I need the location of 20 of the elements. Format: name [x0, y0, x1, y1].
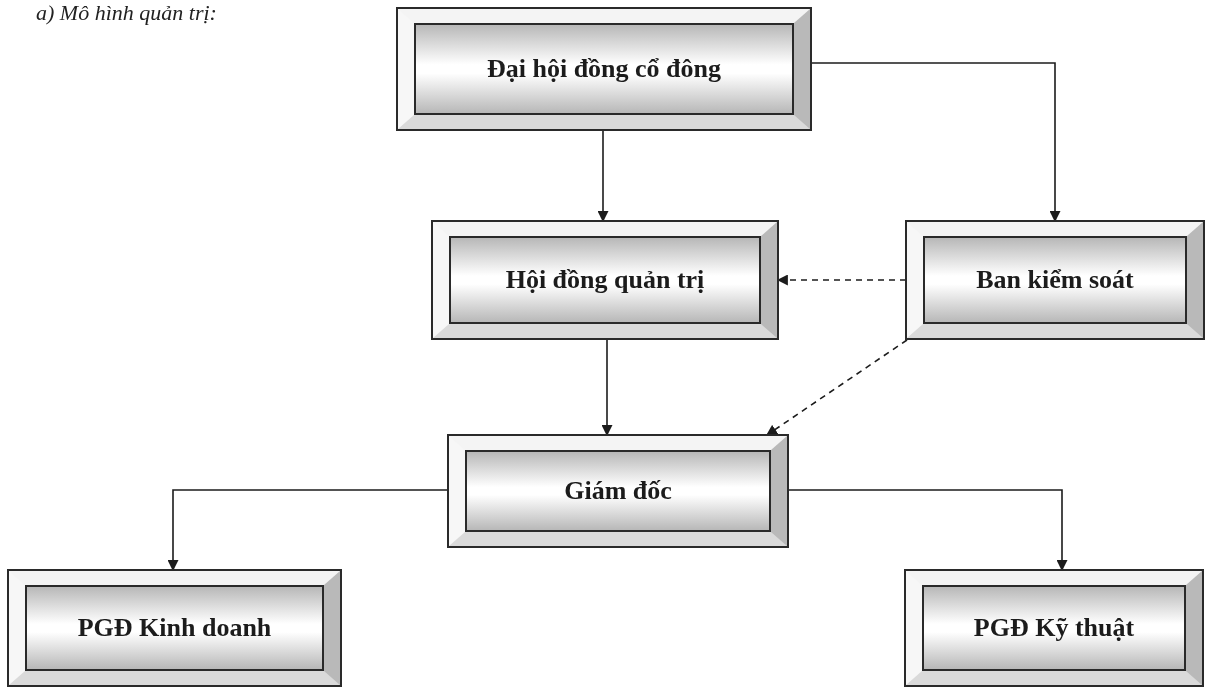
arrow [597, 129, 609, 223]
title: a) Mô hình quản trị: [36, 0, 217, 26]
bevel-box [433, 222, 777, 338]
box-label: Ban kiểm soát [976, 265, 1134, 295]
bevel-box [449, 436, 787, 546]
bevel-box [9, 571, 340, 685]
arrow [766, 339, 908, 436]
box-label: Hội đồng quản trị [505, 265, 705, 295]
box-label: Giám đốc [564, 476, 672, 506]
box-label: Đại hội đồng cổ đông [486, 54, 722, 84]
arrow [776, 274, 907, 286]
box-label: PGĐ Kỹ thuật [973, 613, 1135, 643]
arrow [167, 489, 449, 572]
arrow [787, 489, 1068, 572]
box-label: PGĐ Kinh doanh [77, 613, 272, 643]
bevel-box [907, 222, 1203, 338]
bevel-box [906, 571, 1202, 685]
arrow [810, 62, 1061, 223]
bevel-box [398, 9, 810, 129]
arrow [601, 338, 613, 437]
